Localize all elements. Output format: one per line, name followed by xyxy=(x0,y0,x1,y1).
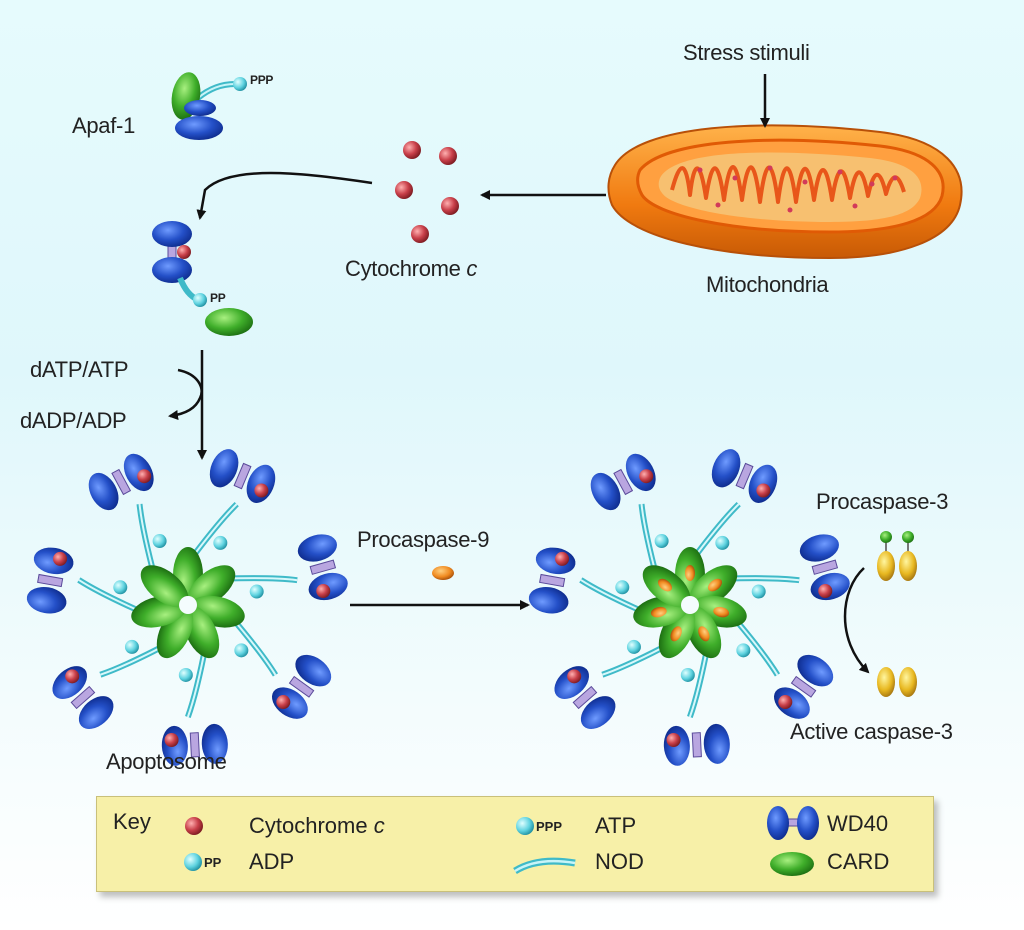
bound-cytochrome-c xyxy=(53,551,68,566)
apoptosome-procaspase9-complex xyxy=(528,449,850,766)
svg-text:PPP: PPP xyxy=(536,819,562,834)
bound-cytochrome-c xyxy=(639,469,654,484)
mitochondria-label: Mitochondria xyxy=(706,272,829,297)
bound-cytochrome-c xyxy=(164,733,179,748)
atp-bead xyxy=(680,667,695,682)
procaspase3-dimer xyxy=(877,531,917,581)
bound-procaspase9 xyxy=(657,578,672,592)
bound-cytochrome-c xyxy=(137,469,152,484)
key-title: Key xyxy=(113,809,151,834)
cytochrome-c-molecules xyxy=(395,141,459,243)
atp-bead xyxy=(654,534,669,549)
bound-procaspase9 xyxy=(713,606,730,618)
atp-bead xyxy=(615,580,630,595)
key-atp-label: ATP xyxy=(595,813,637,838)
bound-cytochrome-c xyxy=(276,695,291,710)
key-adp-label: ADP xyxy=(249,849,295,874)
wd40-domain-pair xyxy=(528,547,576,614)
bound-procaspase9 xyxy=(708,578,723,592)
apaf1-pp-label: PP xyxy=(210,291,226,305)
apaf1-cytochrome-bound xyxy=(151,220,253,336)
card-domain xyxy=(187,565,236,608)
atp-bead xyxy=(626,639,641,654)
wd40-domain-pair xyxy=(26,547,74,614)
cytochrome-text: Cytochrome xyxy=(345,256,461,281)
atp-bead xyxy=(113,580,128,595)
apaf1-ppp-label: PPP xyxy=(250,73,274,87)
active-caspase3-dimer xyxy=(877,667,917,697)
atp-bead xyxy=(249,584,264,599)
active-caspase3-label: Active caspase-3 xyxy=(790,719,953,744)
card-key-icon xyxy=(770,852,814,876)
atp-bead xyxy=(152,534,167,549)
wd40-domain-pair xyxy=(773,654,834,719)
key-cytochrome-italic: c xyxy=(373,813,385,838)
bound-procaspase9 xyxy=(670,626,682,642)
legend-key: Key Cytochrome c PP ADP PPP ATP NOD WD40… xyxy=(96,796,934,892)
nucleotide-exchange-arrow xyxy=(168,368,203,420)
atp-bead xyxy=(234,643,249,658)
procaspase9-label: Procaspase-9 xyxy=(357,527,490,552)
apoptosome-center xyxy=(681,596,699,614)
key-cytochrome-text: Cytochrome xyxy=(249,813,368,838)
apaf1-label: Apaf-1 xyxy=(72,113,136,138)
key-wd40-label: WD40 xyxy=(827,811,889,836)
apoptosome-label: Apoptosome xyxy=(106,749,227,774)
wd40-domain-pair xyxy=(209,449,276,503)
bound-cytochrome-c xyxy=(65,669,80,684)
bound-procaspase9 xyxy=(650,606,667,618)
cytochrome-c-label: Cytochrome c xyxy=(345,256,477,282)
key-cytochrome-label: Cytochrome c xyxy=(249,813,385,839)
atp-bead xyxy=(715,535,730,550)
wd40-key-icon xyxy=(767,806,819,840)
bound-cytochrome-c xyxy=(567,669,582,684)
procaspase9-molecule xyxy=(432,566,454,580)
atp-bead xyxy=(124,639,139,654)
bound-procaspase9 xyxy=(698,626,710,642)
apoptosome-complex xyxy=(26,449,348,766)
key-nod-label: NOD xyxy=(595,849,644,874)
svg-text:PP: PP xyxy=(204,855,222,870)
mitochondria-organelle xyxy=(607,124,963,260)
cytochrome-c-italic: c xyxy=(466,256,478,281)
cytochrome-c-key-icon xyxy=(185,817,203,835)
bound-cytochrome-c xyxy=(316,583,331,598)
adp-key-icon: PP xyxy=(184,853,222,871)
bound-cytochrome-c xyxy=(666,733,681,748)
atp-bead xyxy=(736,643,751,658)
wd40-domain-pair xyxy=(711,449,778,503)
procaspase3-label: Procaspase-3 xyxy=(816,489,949,514)
bound-cytochrome-c xyxy=(818,583,833,598)
wd40-domain-pair xyxy=(271,654,332,719)
bound-cytochrome-c xyxy=(756,483,771,498)
key-card-label: CARD xyxy=(827,849,890,874)
dadp-adp-label: dADP/ADP xyxy=(20,408,127,433)
stress-stimuli-label: Stress stimuli xyxy=(683,40,810,65)
bound-cytochrome-c xyxy=(254,483,269,498)
bound-cytochrome-c xyxy=(555,551,570,566)
apoptosome-center xyxy=(179,596,197,614)
datp-atp-label: dATP/ATP xyxy=(30,357,129,382)
apaf1-inactive xyxy=(171,72,247,140)
atp-bead xyxy=(178,667,193,682)
bound-procaspase9 xyxy=(685,565,695,581)
activation-arrow xyxy=(843,567,870,674)
atp-bead xyxy=(213,535,228,550)
atp-key-icon: PPP xyxy=(516,817,562,835)
card-domain xyxy=(140,565,189,608)
atp-bead xyxy=(751,584,766,599)
binding-arrow xyxy=(196,171,373,220)
bound-cytochrome-c xyxy=(778,695,793,710)
nod-key-icon xyxy=(513,857,576,875)
